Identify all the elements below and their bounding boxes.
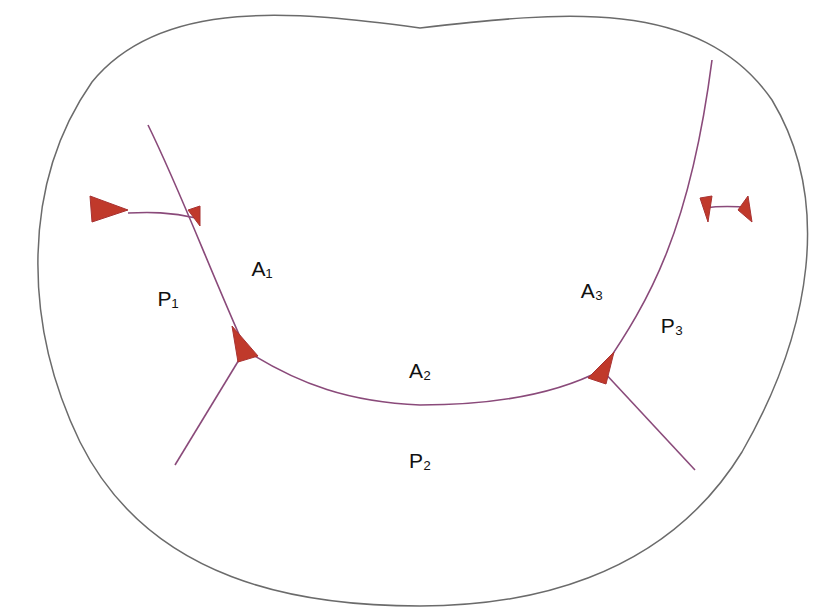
coaptation-lines: [128, 60, 750, 470]
scallop-label: A₂: [409, 360, 431, 381]
commissure-marks: [90, 196, 752, 384]
scallop-label: P₁: [157, 288, 178, 309]
scallop-label: A₃: [581, 280, 604, 301]
scallop-label: A₁: [251, 258, 272, 279]
scallop-label: P₂: [409, 450, 431, 471]
scallop-label: P₃: [661, 315, 684, 336]
annulus-outline: [38, 15, 808, 606]
